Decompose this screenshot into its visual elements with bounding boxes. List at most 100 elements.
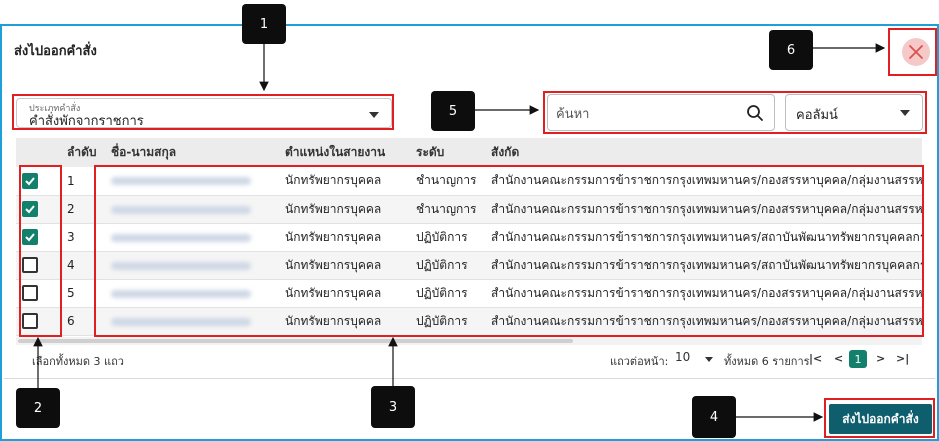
row-checkbox[interactable] [22, 172, 38, 189]
callout-2: 2 [16, 388, 60, 428]
row-name [105, 251, 279, 280]
callout-1: 1 [242, 4, 286, 44]
row-checkbox[interactable] [22, 313, 38, 329]
check-icon [25, 177, 35, 186]
row-select-cell [16, 307, 61, 336]
name-column-highlight-frame [94, 165, 924, 337]
column-select[interactable]: คอลัมน์ [785, 94, 923, 131]
scrollbar-thumb[interactable] [18, 339, 573, 343]
page-1-button[interactable]: 1 [849, 350, 867, 368]
row-index: 6 [61, 307, 105, 336]
row-name [105, 279, 279, 308]
redacted-name [111, 177, 251, 186]
close-button[interactable] [902, 38, 930, 66]
callout-3: 3 [371, 386, 415, 428]
row-department: สำนักงานคณะกรรมการข้าราชการกรุงเทพมหานคร… [485, 251, 922, 280]
redacted-name [111, 233, 251, 242]
close-icon [909, 45, 923, 59]
row-level: ปฏิบัติการ [410, 223, 485, 252]
rows-per-page-select[interactable]: 10 [675, 350, 713, 364]
row-index: 1 [61, 167, 105, 196]
column-header-name: ชื่อ-นามสกุล [105, 138, 279, 167]
close-highlight-frame [888, 28, 937, 76]
column-select-value: คอลัมน์ [796, 108, 838, 123]
row-position: นักทรัพยากรบุคคล [279, 279, 410, 308]
table-row[interactable]: 4 นักทรัพยากรบุคคลปฏิบัติการสำนักงานคณะกร… [16, 251, 922, 280]
search-input[interactable] [556, 103, 736, 125]
row-name [105, 167, 279, 196]
row-level: ชำนาญการ [410, 195, 485, 224]
row-checkbox[interactable] [22, 285, 38, 301]
table-header-row: ลำดับ ชื่อ-นามสกุล ตำแหน่งในสายงาน ระดับ… [16, 138, 922, 167]
row-index: 3 [61, 223, 105, 252]
row-name [105, 195, 279, 224]
check-icon [25, 233, 35, 242]
callout-6: 6 [769, 30, 813, 70]
row-select-cell [16, 279, 61, 308]
table-row[interactable]: 1 นักทรัพยากรบุคคลชำนาญการสำนักงานคณะกรรม… [16, 167, 922, 196]
redacted-name [111, 289, 251, 298]
chevron-down-icon [369, 112, 379, 118]
callout-4: 4 [692, 396, 736, 438]
chevron-down-icon [705, 357, 713, 362]
row-position: นักทรัพยากรบุคคล [279, 307, 410, 336]
row-department: สำนักงานคณะกรรมการข้าราชการกรุงเทพมหานคร… [485, 279, 922, 308]
footer-divider [4, 378, 935, 379]
column-header-level: ระดับ [410, 138, 485, 167]
prev-page-button[interactable]: < [834, 352, 844, 365]
row-position: นักทรัพยากรบุคคล [279, 195, 410, 224]
send-order-button[interactable]: ส่งไปออกคำสั่ง [829, 404, 932, 434]
row-position: นักทรัพยากรบุคคล [279, 251, 410, 280]
redacted-name [111, 317, 251, 326]
row-checkbox[interactable] [22, 229, 38, 245]
row-select-cell [16, 167, 61, 196]
column-header-index: ลำดับ [61, 138, 105, 167]
employee-table: ลำดับ ชื่อ-นามสกุล ตำแหน่งในสายงาน ระดับ… [16, 138, 922, 343]
select-column-header [16, 138, 61, 167]
submit-highlight-frame [824, 398, 935, 438]
row-name [105, 307, 279, 336]
rows-per-page-value: 10 [675, 350, 691, 364]
order-type-highlight-frame [12, 94, 394, 130]
row-department: สำนักงานคณะกรรมการข้าราชการกรุงเทพมหานคร… [485, 223, 922, 252]
column-header-position: ตำแหน่งในสายงาน [279, 138, 410, 167]
order-type-label: ประเภทคำสั่ง [29, 104, 81, 114]
search-highlight-frame [543, 91, 927, 134]
row-checkbox[interactable] [22, 201, 38, 217]
search-box[interactable] [547, 94, 775, 131]
row-checkbox[interactable] [22, 257, 38, 273]
table-row[interactable]: 3 นักทรัพยากรบุคคลปฏิบัติการสำนักงานคณะกร… [16, 223, 922, 252]
row-position: นักทรัพยากรบุคคล [279, 223, 410, 252]
row-index: 4 [61, 251, 105, 280]
next-page-button[interactable]: > [876, 352, 886, 365]
checkbox-column-highlight-frame [19, 165, 62, 337]
row-level: ชำนาญการ [410, 167, 485, 196]
check-icon [25, 205, 35, 214]
order-type-value: คำสั่งพักจากราชการ [29, 114, 144, 129]
row-position: นักทรัพยากรบุคคล [279, 167, 410, 196]
row-select-cell [16, 223, 61, 252]
redacted-name [111, 205, 251, 214]
row-select-cell [16, 251, 61, 280]
first-page-button[interactable]: |< [809, 352, 823, 365]
horizontal-scrollbar[interactable] [16, 337, 922, 345]
rows-per-page-label: แถวต่อหน้า: [610, 355, 669, 368]
last-page-button[interactable]: >| [896, 352, 910, 365]
row-department: สำนักงานคณะกรรมการข้าราชการกรุงเทพมหานคร… [485, 195, 922, 224]
row-level: ปฏิบัติการ [410, 251, 485, 280]
chevron-down-icon [900, 110, 910, 116]
order-type-select[interactable]: ประเภทคำสั่ง คำสั่งพักจากราชการ [16, 98, 392, 129]
row-level: ปฏิบัติการ [410, 307, 485, 336]
search-icon [747, 105, 763, 121]
total-count-text: ทั้งหมด 6 รายการ [724, 355, 810, 368]
row-name [105, 223, 279, 252]
selected-count-text: เลือกทั้งหมด 3 แถว [32, 355, 124, 368]
row-department: สำนักงานคณะกรรมการข้าราชการกรุงเทพมหานคร… [485, 167, 922, 196]
callout-5: 5 [431, 91, 475, 131]
row-select-cell [16, 195, 61, 224]
send-order-dialog: ส่งไปออกคำสั่ง ประเภทคำสั่ง คำสั่งพักจาก… [0, 24, 939, 441]
table-row[interactable]: 2 นักทรัพยากรบุคคลชำนาญการสำนักงานคณะกรรม… [16, 195, 922, 224]
row-index: 2 [61, 195, 105, 224]
